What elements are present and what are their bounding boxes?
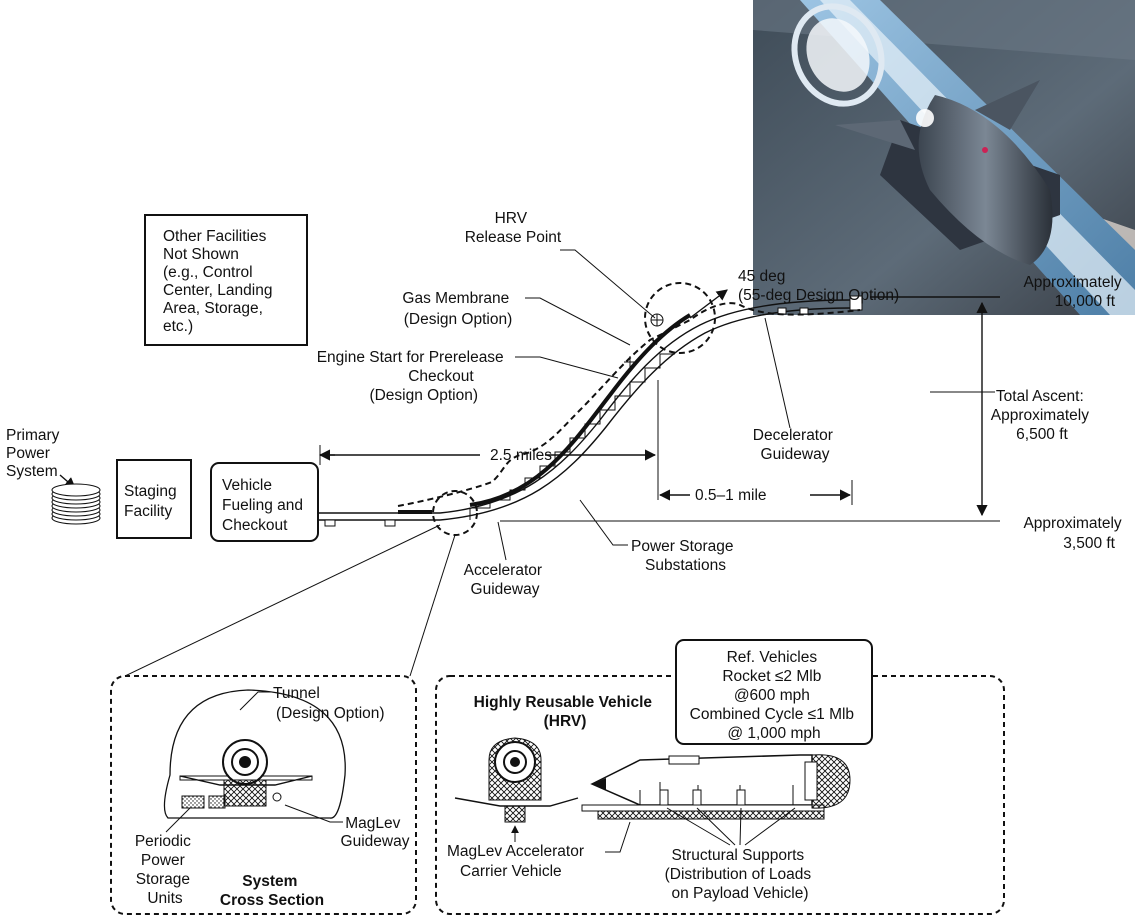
power-disc-stack-icon xyxy=(51,483,101,525)
decelerator-label: Decelerator Guideway xyxy=(753,427,837,463)
hrv-side-view-drawing xyxy=(581,754,851,820)
altitude-high-label: Approximately 10,000 ft xyxy=(1023,274,1126,310)
terrain-profile-line xyxy=(397,302,861,507)
vehicle-fueling-box xyxy=(210,462,319,542)
system-cross-section-title: System Cross Section xyxy=(220,873,324,909)
other-facilities-box xyxy=(144,214,308,346)
tunnel-cross-section-drawing xyxy=(163,689,346,819)
carrier-vehicle-front-drawing xyxy=(454,737,579,823)
engine-start-label: Engine Start for Prerelease Checkout (De… xyxy=(317,349,508,404)
power-storage-label: Power Storage Substations xyxy=(631,538,738,574)
cross-section-panel xyxy=(110,675,417,915)
maglev-carrier-label: MagLev Accelerator Carrier Vehicle xyxy=(447,843,588,880)
staging-facility-label: Staging Facility xyxy=(124,483,181,520)
other-facilities-text: Other Facilities Not Shown (e.g., Contro… xyxy=(163,228,277,335)
distance-main-label: 2.5 miles xyxy=(490,447,552,464)
ref-vehicles-box xyxy=(675,639,873,745)
total-ascent-label: Total Ascent: Approximately 6,500 ft xyxy=(991,388,1094,443)
periodic-power-label: Periodic Power Storage Units xyxy=(135,833,195,907)
release-point-callout-circle xyxy=(644,282,716,354)
hrv-rendering-image xyxy=(753,0,1135,315)
staging-facility-box xyxy=(116,459,192,539)
vehicle-fueling-label: Vehicle Fueling and Checkout xyxy=(222,477,307,534)
maglev-guideway-label: MagLev Guideway xyxy=(341,815,410,850)
angle-label: 45 deg (55-deg Design Option) xyxy=(738,268,899,304)
structural-supports-label: Structural Supports (Distribution of Loa… xyxy=(665,847,816,902)
gas-membrane-label: Gas Membrane (Design Option) xyxy=(402,290,513,328)
tunnel-label: Tunnel (Design Option) xyxy=(273,685,385,722)
hrv-title: Highly Reusable Vehicle (HRV) xyxy=(474,694,657,730)
accelerator-label: Accelerator Guideway xyxy=(464,562,547,598)
altitude-low-label: Approximately 3,500 ft xyxy=(1023,515,1126,552)
primary-power-label: Primary Power System xyxy=(6,427,64,480)
distance-decel-label: 0.5–1 mile xyxy=(695,487,767,504)
ref-vehicles-text: Ref. Vehicles Rocket ≤2 Mlb @600 mph Com… xyxy=(690,649,859,742)
hrv-release-label: HRV Release Point xyxy=(465,210,562,246)
track-profile xyxy=(318,282,863,536)
